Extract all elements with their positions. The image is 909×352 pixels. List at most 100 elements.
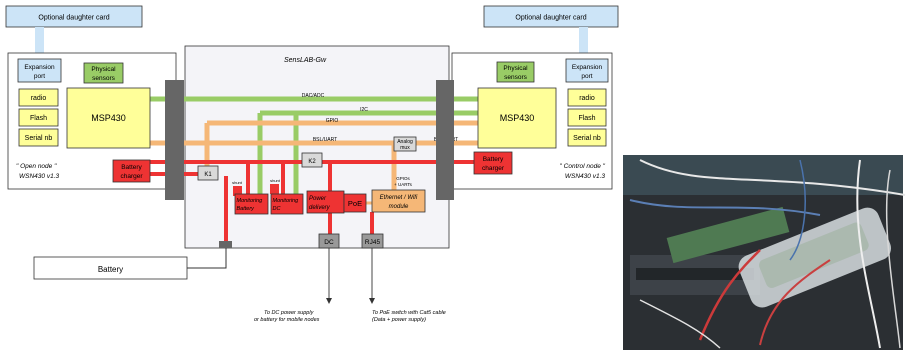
battery-charger-right — [473, 151, 513, 175]
physical-sensors-right — [496, 61, 535, 83]
shunt-right-block — [270, 184, 279, 194]
serial-nb-right-label: Serial nb — [573, 135, 601, 142]
rj45-arrow — [369, 298, 375, 304]
ethernet-wifi-module — [371, 189, 426, 213]
daughter-connector-left — [35, 27, 44, 59]
daughter-connector-right — [579, 27, 588, 59]
relay-k1-label: K1 — [204, 172, 212, 178]
dc-note-line1: To DC power supply — [264, 310, 315, 316]
battery-charger-right-line1: Battery — [483, 156, 504, 163]
connector-left — [165, 80, 184, 200]
expansion-port-left-line1: Expansion — [24, 64, 55, 71]
relay-k2 — [301, 152, 323, 168]
battery-charger-left-line2: charger — [120, 173, 143, 180]
flash-right — [567, 108, 607, 127]
photo-switch-ports — [636, 268, 754, 280]
poe-block — [343, 193, 367, 213]
power-delivery-line2: delivery — [309, 205, 331, 211]
hardware-photo — [623, 155, 906, 350]
shunt-right-label: shunt — [270, 178, 281, 183]
photo-cable-5 — [856, 159, 881, 349]
power-delivery-line1: Power — [309, 196, 327, 202]
physical-sensors-left-line2: sensors — [92, 75, 116, 82]
rj45-port — [361, 233, 384, 249]
expansion-port-right-line1: Expansion — [572, 64, 603, 71]
rj45-port-label: RJ45 — [365, 239, 381, 246]
photo-cable-8 — [789, 159, 806, 261]
poe-note-line1: To PoE switch with Cat5 cable — [372, 310, 446, 316]
physical-sensors-right-line2: sensors — [504, 74, 528, 81]
gpios-uarts-line2: + UARTs — [394, 182, 413, 187]
dc-arrow — [326, 298, 332, 304]
battery-charger-left — [112, 159, 151, 183]
battery-cable — [187, 248, 227, 269]
daughter-card-left — [5, 5, 143, 28]
photo-case-inner — [759, 222, 869, 288]
photo-cable-3 — [698, 249, 761, 341]
analog-mux-line2: mux — [400, 145, 410, 151]
radio-left-label: radio — [31, 95, 47, 102]
poe-note-line2: (Data + power supply) — [372, 317, 426, 323]
gateway-title: SensLAB-Gw — [284, 57, 327, 64]
bus-label-bsl-uart-left: BSL/UART — [313, 137, 337, 143]
poe-label: PoE — [348, 199, 362, 208]
relay-k1 — [197, 165, 219, 181]
monitoring-battery — [234, 193, 269, 215]
dc-note-line2: or battery for mobile nodes — [254, 317, 320, 323]
analog-mux — [393, 136, 417, 152]
msp430-left-label: MSP430 — [91, 113, 126, 123]
photo-pcb — [666, 206, 790, 264]
ethernet-wifi-line2: module — [389, 204, 409, 210]
monitoring-dc-line2: DC — [273, 206, 281, 212]
control-node-label-line2: WSN430 v1.3 — [565, 173, 605, 180]
photo-cable-1 — [639, 159, 906, 196]
physical-sensors-left — [83, 62, 124, 84]
expansion-port-right-line2: port — [581, 73, 592, 80]
radio-right — [567, 88, 607, 107]
control-node-label-line1: " Control node " — [560, 163, 606, 170]
flash-left — [18, 108, 59, 127]
daughter-card-right-label: Optional daughter card — [515, 15, 586, 22]
serial-nb-left-label: Serial nb — [25, 135, 53, 142]
battery-label: Battery — [98, 265, 123, 274]
daughter-card-right — [483, 5, 619, 28]
gpios-uarts-line1: GPIOs — [396, 176, 410, 181]
msp430-left — [66, 87, 151, 149]
connector-right — [436, 80, 454, 200]
expansion-port-left-line2: port — [34, 73, 45, 80]
monitoring-battery-line1: Monitoring — [237, 198, 264, 204]
ethernet-wifi-line1: Ethernet / Wifi — [380, 195, 418, 201]
msp430-right-label: MSP430 — [500, 113, 535, 123]
shunt-left-label: shunt — [232, 180, 243, 185]
radio-right-label: radio — [579, 95, 595, 102]
expansion-port-right — [565, 58, 609, 83]
monitoring-dc-line1: Monitoring — [273, 198, 300, 204]
bus-label-gpio: GPIO — [326, 118, 339, 124]
battery-charger-left-line1: Battery — [121, 164, 142, 171]
serial-nb-left — [18, 128, 59, 147]
dc-port-label: DC — [324, 239, 334, 246]
daughter-card-left-label: Optional daughter card — [38, 15, 109, 22]
serial-nb-right — [567, 128, 607, 147]
bus-label-i2c: I2C — [360, 107, 368, 113]
battery-charger-right-line2: charger — [482, 165, 505, 172]
radio-left — [18, 88, 59, 107]
open-node-label-line2: WSN430 v1.3 — [19, 173, 59, 180]
photo-cable-6 — [885, 169, 901, 349]
msp430-right — [477, 87, 557, 149]
physical-sensors-left-line1: Physical — [91, 66, 116, 73]
photo-cable-4 — [759, 259, 831, 346]
bus-label-dac-adc: DAC/ADC — [302, 93, 325, 99]
flash-right-label: Flash — [578, 115, 595, 122]
monitoring-battery-line2: Battery — [237, 206, 256, 212]
battery-connector — [219, 241, 232, 248]
flash-left-label: Flash — [30, 115, 47, 122]
monitoring-dc — [270, 193, 304, 215]
open-node-label-line1: " Open node " — [16, 163, 57, 170]
relay-k2-label: K2 — [308, 159, 316, 165]
expansion-port-left — [17, 58, 62, 83]
shunt-left-block — [233, 186, 242, 196]
physical-sensors-right-line1: Physical — [503, 65, 528, 72]
photo-cable-2 — [629, 199, 821, 216]
